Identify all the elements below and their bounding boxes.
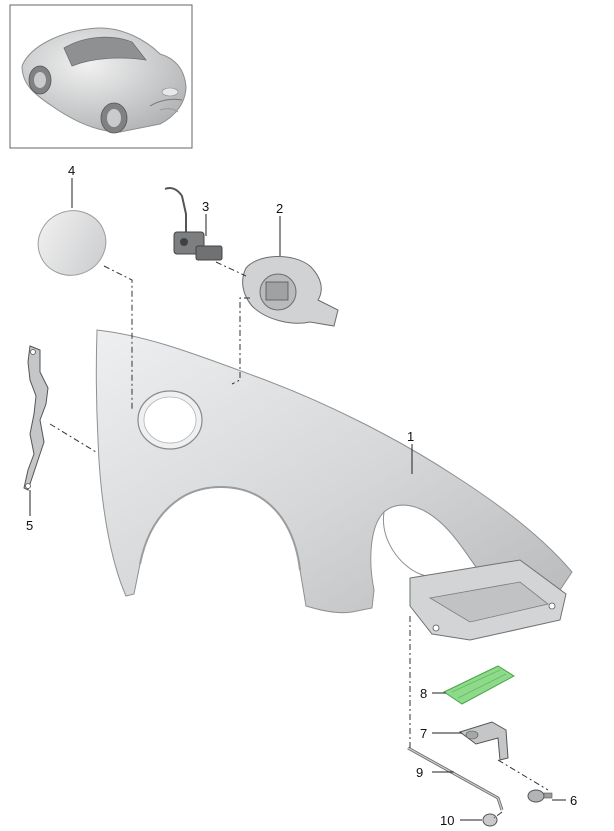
callout-6: 6 [570,793,577,808]
callout-9: 9 [416,765,423,780]
part-5-bracket [23,345,49,491]
callout-8: 8 [420,686,427,701]
part-10-nut [482,813,498,827]
part-7-bracket [458,721,509,761]
part-1-front-fender [95,329,573,641]
assembly-lines [49,261,549,819]
part-2-filler-housing [242,255,339,327]
callout-1: 1 [407,429,414,444]
car-illustration [21,27,187,134]
part-9-strut [407,746,504,811]
callout-4: 4 [68,163,75,178]
callout-2: 2 [276,201,283,216]
callout-5: 5 [26,518,33,533]
callout-10: 10 [440,813,454,828]
callout-labels: 1 2 3 4 5 6 7 8 9 10 [26,163,577,828]
part-8-pad-highlighted [442,665,515,705]
callout-7: 7 [420,726,427,741]
part-6-clip [527,789,553,803]
callout-3: 3 [202,199,209,214]
part-3-actuator [164,186,223,261]
leader-lines [29,178,566,821]
part-4-fuel-flap [37,210,107,276]
vehicle-thumbnail [9,4,193,149]
